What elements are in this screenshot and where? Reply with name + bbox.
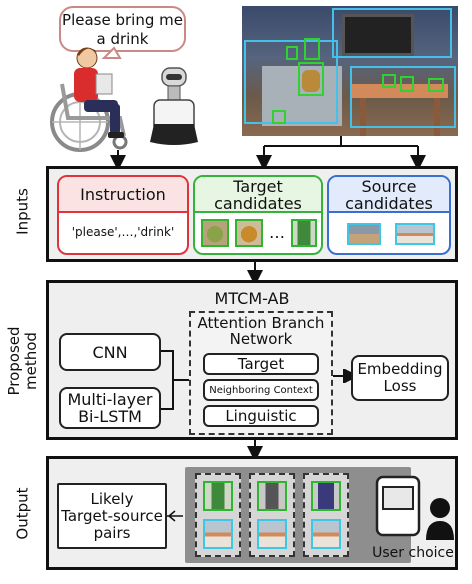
pair-target-can: [203, 481, 233, 511]
pair-group: [195, 473, 241, 557]
pair-group: [249, 473, 295, 557]
inputs-section: Instruction 'please',…,'drink' Target ca…: [46, 166, 458, 262]
pair-target-bottle: [257, 481, 287, 511]
detection-box: [332, 8, 452, 58]
target-ellipsis: …: [269, 223, 285, 242]
detection-box: [400, 76, 414, 92]
speech-text-line2: a drink: [96, 30, 149, 48]
arrow-connectors-top: [110, 136, 426, 171]
branch-neighboring-context: Neighboring Context: [203, 379, 319, 401]
loss-line1: Embedding: [357, 360, 443, 378]
arrow-to-loss: [333, 369, 359, 383]
source-thumb-table: [395, 223, 435, 245]
loss-line2: Loss: [383, 377, 417, 395]
section-label-output: Output: [13, 487, 32, 540]
arrow-from-pairs: [167, 510, 183, 522]
user-icon: [426, 498, 454, 540]
arrow-method-to-output: [247, 440, 263, 460]
scene-object: [302, 70, 320, 92]
ranked-pairs-container: [185, 467, 411, 563]
method-section: MTCM-AB CNN Multi-layer Bi-LSTM Attentio…: [46, 280, 458, 440]
detection-box: [272, 110, 286, 124]
branch-target-label: Target: [237, 355, 285, 373]
instruction-tokens: 'please',…,'drink': [71, 225, 175, 239]
branch-linguistic: Linguistic: [203, 405, 319, 427]
bracket-connector: [161, 350, 189, 410]
instruction-panel: Instruction 'please',…,'drink': [57, 175, 189, 255]
target-title-line2: candidates: [214, 194, 302, 213]
pair-group: [303, 473, 349, 557]
source-title-line2: candidates: [345, 194, 433, 213]
target-thumb-can: [291, 219, 317, 247]
target-candidates-title: Target candidates: [195, 177, 321, 213]
detection-box: [286, 46, 298, 60]
branch-context-label: Neighboring Context: [209, 384, 313, 396]
target-title-line1: Target: [233, 177, 283, 196]
detection-box: [428, 78, 444, 92]
branch-target: Target: [203, 353, 319, 375]
branch-linguistic-label: Linguistic: [225, 407, 297, 425]
detection-box: [382, 74, 396, 88]
method-label-line1: Proposed: [5, 326, 23, 396]
abn-title: Attention Branch Network: [191, 313, 331, 347]
detection-box: [350, 66, 456, 128]
detection-box: [244, 40, 338, 124]
abn-title-line1: Attention Branch: [197, 314, 325, 332]
pairs-line2: Target-source: [61, 506, 163, 525]
method-title: MTCM-AB: [214, 289, 290, 308]
scene-table-leg-2: [434, 98, 440, 136]
instruction-title: Instruction: [59, 177, 187, 213]
lstm-line2: Bi-LSTM: [78, 407, 142, 426]
method-label-line2: method: [22, 332, 40, 390]
detection-box: [298, 62, 324, 96]
section-label-inputs: Inputs: [13, 188, 32, 235]
source-thumb-shelf: [347, 223, 381, 245]
tablet-icon: [375, 475, 421, 537]
detection-box: [304, 38, 320, 60]
cnn-box: CNN: [59, 333, 161, 371]
embedding-loss-box: Embedding Loss: [351, 355, 449, 401]
scene-table-leg-1: [360, 98, 366, 136]
pairs-line1: Likely: [90, 489, 134, 508]
lstm-box: Multi-layer Bi-LSTM: [59, 387, 161, 429]
section-label-method: Proposed method: [5, 315, 40, 407]
pairs-line3: pairs: [93, 523, 131, 542]
target-thumb-apple: [201, 219, 229, 247]
pair-target-box: [311, 481, 341, 511]
arrow-inputs-to-method: [247, 262, 263, 282]
output-section: Likely Target-source pairs User choice: [46, 456, 458, 570]
target-candidates-panel: Target candidates …: [193, 175, 323, 255]
source-candidates-title: Source candidates: [329, 177, 449, 213]
likely-pairs-box: Likely Target-source pairs: [57, 483, 167, 549]
user-choice-label: User choice: [372, 545, 454, 561]
source-title-line1: Source: [361, 177, 417, 196]
pair-source-table: [203, 519, 233, 549]
wheelchair-user-illustration: [50, 46, 198, 152]
abn-title-line2: Network: [229, 330, 293, 348]
pair-source-table: [257, 519, 287, 549]
speech-bubble: Please bring me a drink: [59, 6, 186, 52]
cnn-label: CNN: [92, 342, 128, 362]
pair-source-table: [311, 519, 341, 549]
scene-photo: [242, 6, 458, 136]
source-candidates-panel: Source candidates: [327, 175, 451, 255]
speech-text-line1: Please bring me: [62, 11, 183, 29]
attention-branch-network: Attention Branch Network Target Neighbor…: [189, 311, 333, 435]
scene-tv: [342, 14, 414, 56]
target-thumb-fruit: [235, 219, 263, 247]
lstm-line1: Multi-layer: [67, 390, 153, 409]
